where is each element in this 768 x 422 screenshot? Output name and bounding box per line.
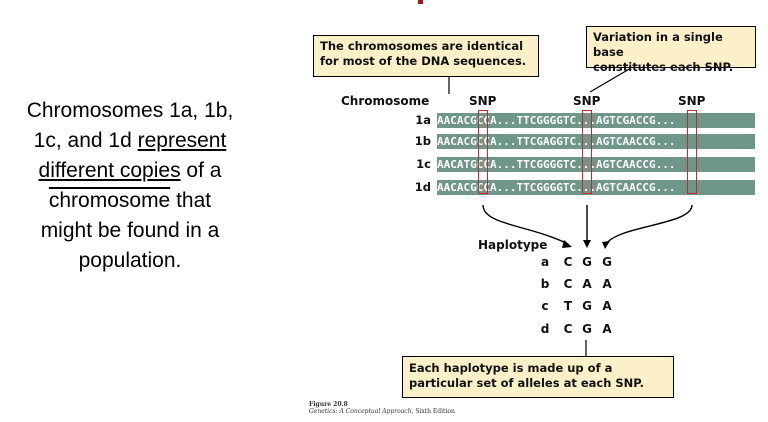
snp-base-1b-2: A (542, 135, 550, 148)
snp-label-1: SNP (469, 94, 497, 108)
explanation-line-1: Chromosomes 1a, 1b, (26, 99, 234, 122)
callout-pointer-variation (589, 67, 632, 93)
haplotype-allele: A (602, 277, 612, 291)
snp-base-1a-2: G (542, 114, 550, 127)
haplotype-id-a: a (540, 255, 550, 269)
sequence-1a: AACACGCCA...TTCGGGGTC...AGTCGACCG... (437, 113, 755, 128)
figure-source: Genetics: A Conceptual Approach, Sixth E… (309, 408, 455, 415)
haplotype-id-d: d (540, 322, 550, 336)
snp-base-1c-2: G (542, 158, 550, 171)
haplotype-allele: C (563, 255, 573, 269)
snp-base-1d-1: C (463, 181, 471, 194)
snp-base-1d-2: G (542, 181, 550, 194)
haplotype-allele: C (563, 277, 573, 291)
sequence-1b: AACACGCCA...TTCGAGGTC...AGTCAACCG... (437, 134, 755, 149)
chromosome-label-1a: 1a (415, 113, 431, 127)
chromosome-label-1d: 1d (414, 180, 431, 194)
chromosome-label-1b: 1b (414, 134, 431, 148)
explanation-text: Chromosomes 1a, 1b, 1c, and 1d represent… (0, 96, 260, 276)
snp-label-3: SNP (678, 94, 706, 108)
snp-base-1d-3: A (622, 181, 630, 194)
explanation-line-3: different copies of a (38, 159, 222, 182)
callout-snp-variation: Variation in a single base constitutes e… (586, 26, 756, 74)
explanation-line-6: population. (78, 249, 182, 272)
haplotype-allele: G (582, 322, 592, 336)
haplotype-allele: G (582, 255, 592, 269)
snp-highlight-1 (478, 110, 488, 194)
figure-caption: Figure 20.8 Genetics: A Conceptual Appro… (309, 401, 455, 415)
arrowhead-snp2 (583, 240, 591, 248)
explanation-line-5: might be found in a (40, 219, 220, 242)
haplotype-allele: G (602, 255, 612, 269)
snp-highlight-2 (582, 110, 592, 194)
haplotype-header: Haplotype (478, 238, 548, 252)
explanation-line-2: 1c, and 1d represent (33, 129, 227, 152)
snp-base-1a-3: G (622, 114, 630, 127)
haplotype-id-b: b (540, 277, 550, 291)
sequence-1c: AACATGCCA...TTCGGGGTC...AGTCAACCG... (437, 157, 755, 172)
explanation-line-4: chromosome that (48, 189, 212, 212)
figure-number: Figure 20.8 (309, 401, 348, 408)
snp-highlight-3 (687, 110, 697, 194)
haplotype-allele: A (602, 322, 612, 336)
haplotype-allele: A (582, 277, 592, 291)
title-fragment-mark (418, 0, 423, 4)
snp-base-1a-1: C (463, 114, 471, 127)
snp-base-1c-1: T (463, 158, 471, 171)
arrow-snp1 (482, 204, 569, 245)
snp-base-1b-1: C (463, 135, 471, 148)
haplotype-allele: G (582, 299, 592, 313)
chromosome-header: Chromosome (341, 94, 430, 108)
callout-haplotype-definition: Each haplotype is made up of a particula… (402, 356, 674, 398)
haplotype-id-c: c (541, 299, 549, 313)
chromosome-label-1c: 1c (416, 157, 431, 171)
snp-base-1b-3: A (622, 135, 630, 148)
arrowhead-snp1 (562, 240, 572, 248)
sequence-1d: AACACGCCA...TTCGGGGTC...AGTCAACCG... (437, 180, 755, 195)
arrowhead-snp3 (602, 241, 610, 249)
arrow-snp3 (605, 204, 693, 245)
haplotype-allele: C (563, 322, 573, 336)
haplotype-allele: T (563, 299, 573, 313)
snp-label-2: SNP (573, 94, 601, 108)
callout-identical-sequences: The chromosomes are identical for most o… (313, 35, 539, 77)
haplotype-allele: A (602, 299, 612, 313)
snp-base-1c-3: A (622, 158, 630, 171)
